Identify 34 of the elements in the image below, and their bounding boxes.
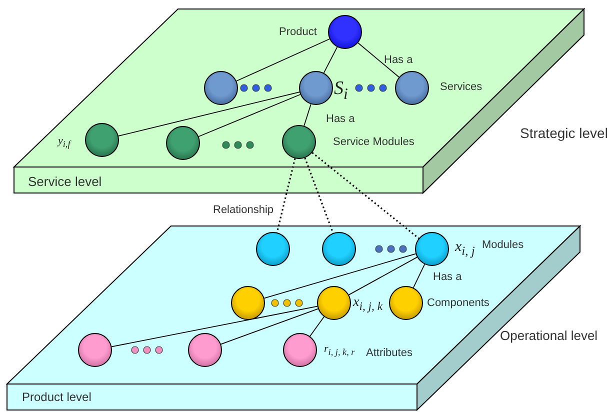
level-label: Product level <box>22 391 92 403</box>
connector-line <box>323 46 338 74</box>
node-caption: Components <box>427 298 490 309</box>
level-label: Service level <box>28 175 102 188</box>
math-symbol: S$_{i}$ <box>334 79 348 103</box>
edge-label: Has a <box>325 114 356 125</box>
dotted-connector <box>276 158 296 233</box>
node-caption: Service Modules <box>333 137 414 148</box>
math-symbol: r$_{i, j, k, r}$ <box>324 344 355 358</box>
edge-label: Has a <box>432 272 463 283</box>
dotted-connector <box>304 158 334 234</box>
connector-line <box>264 253 416 299</box>
node-caption: Product <box>279 27 317 38</box>
connector-line <box>118 92 300 136</box>
dotted-connector <box>312 152 420 239</box>
connector-line <box>220 308 318 345</box>
level-caption: Strategic level <box>520 126 607 140</box>
connector-line <box>304 104 312 126</box>
node-caption: Attributes <box>366 348 412 359</box>
connector-line <box>358 42 400 78</box>
connector-line <box>310 316 324 337</box>
connector-line <box>111 306 318 348</box>
edge-label: Has a <box>383 55 414 66</box>
connector-line <box>236 38 330 82</box>
math-symbol: y$_{i,f}$ <box>58 136 70 150</box>
edge-label: Relationship <box>212 205 275 216</box>
math-symbol: x$_{i, j, k}$ <box>353 296 383 312</box>
math-symbol: x$_{i, j}$ <box>455 240 475 258</box>
connector-line <box>412 264 426 288</box>
node-caption: Services <box>440 82 482 93</box>
connector-line <box>348 256 418 296</box>
level-caption: Operational level <box>500 329 598 342</box>
node-caption: Modules <box>482 240 524 251</box>
connector-line <box>198 94 301 137</box>
